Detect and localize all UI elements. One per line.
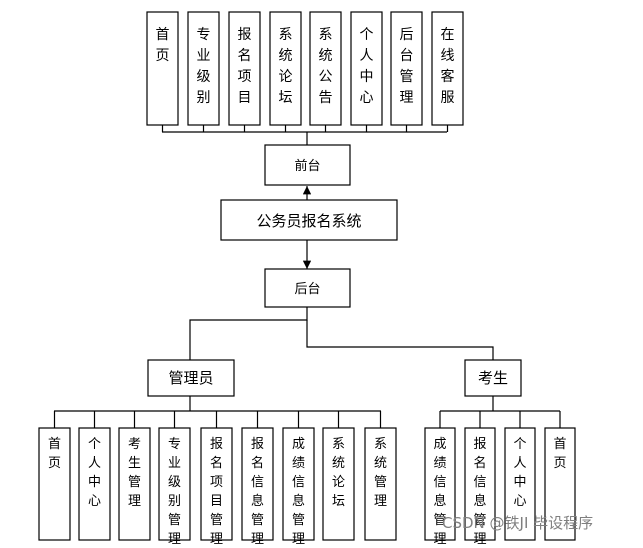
student-feature-boxes: 成绩信息管理 报名信息管理 个人中心 首页 xyxy=(424,411,576,547)
admin-item-box: 首页 xyxy=(38,411,71,541)
front-feature-boxes: 首页 专业级别 报名项目 系统论坛 系统公告 个人中心 后台管理 在线客服 xyxy=(146,11,464,132)
student-item-label: 报名信息管理 xyxy=(473,437,486,547)
admin-item-box: 报名信息管理 xyxy=(241,411,274,547)
student-item-label: 成绩信息管理 xyxy=(433,437,446,547)
admin-item-label: 考生管理 xyxy=(128,437,141,509)
admin-item-box: 系统论坛 xyxy=(322,411,355,541)
front-item-box: 专业级别 xyxy=(187,11,220,132)
admin-item-box: 系统管理 xyxy=(364,411,397,541)
admin-item-box: 考生管理 xyxy=(118,411,151,541)
front-item-box: 报名项目 xyxy=(228,11,261,132)
admin-item-label: 专业级别管理 xyxy=(168,437,181,547)
front-item-box: 后台管理 xyxy=(390,11,423,132)
front-item-label: 后台管理 xyxy=(400,27,414,106)
student-item-label: 个人中心 xyxy=(513,437,526,509)
admin-node: 管理员 xyxy=(147,359,235,397)
watermark: CSDN @铁JI 毕设程序 xyxy=(442,514,594,532)
admin-item-label: 系统管理 xyxy=(374,437,387,509)
admin-item-label: 成绩信息管理 xyxy=(292,437,305,547)
back-node: 后台 xyxy=(264,268,351,308)
student-item-box: 个人中心 xyxy=(504,411,536,541)
admin-item-label: 个人中心 xyxy=(88,437,101,509)
front-item-box: 系统论坛 xyxy=(269,11,302,132)
student-item-box: 首页 xyxy=(544,411,576,541)
front-item-box: 首页 xyxy=(146,11,179,132)
back-label: 后台 xyxy=(294,282,320,297)
admin-item-box: 个人中心 xyxy=(78,411,111,541)
student-item-box: 报名信息管理 xyxy=(464,411,496,547)
front-label: 前台 xyxy=(294,158,320,174)
admin-item-box: 专业级别管理 xyxy=(158,411,191,547)
front-item-box: 在线客服 xyxy=(431,11,464,132)
admin-connector xyxy=(54,396,381,412)
student-label: 考生 xyxy=(478,369,508,387)
admin-feature-boxes: 首页 个人中心 考生管理 专业级别管理 报名项目管理 报名信息管理 成绩信息管理 系统论坛 系统… xyxy=(38,411,397,547)
admin-label: 管理员 xyxy=(168,369,213,387)
student-node: 考生 xyxy=(464,359,522,397)
admin-item-label: 报名信息管理 xyxy=(251,437,264,547)
admin-item-box: 成绩信息管理 xyxy=(282,411,315,547)
front-node: 前台 xyxy=(264,144,351,186)
student-item-box: 成绩信息管理 xyxy=(424,411,456,547)
system-title-node: 公务员报名系统 xyxy=(220,199,398,241)
front-item-label: 在线客服 xyxy=(441,27,455,106)
front-item-box: 个人中心 xyxy=(350,11,383,132)
front-item-label: 首页 xyxy=(156,27,170,64)
admin-item-label: 系统论坛 xyxy=(332,437,345,509)
admin-item-box: 报名项目管理 xyxy=(200,411,233,547)
student-item-label: 首页 xyxy=(553,437,566,471)
student-connector xyxy=(440,396,560,412)
front-item-label: 系统论坛 xyxy=(279,27,293,106)
system-title: 公务员报名系统 xyxy=(256,212,361,230)
front-item-label: 报名项目 xyxy=(238,27,252,106)
front-connector xyxy=(162,131,447,145)
back-connector xyxy=(189,307,494,360)
admin-item-label: 首页 xyxy=(48,437,61,471)
front-item-label: 个人中心 xyxy=(360,27,374,106)
admin-item-label: 报名项目管理 xyxy=(210,437,223,547)
front-item-box: 系统公告 xyxy=(309,11,342,132)
front-item-label: 系统公告 xyxy=(319,27,333,106)
front-item-label: 专业级别 xyxy=(197,27,211,106)
